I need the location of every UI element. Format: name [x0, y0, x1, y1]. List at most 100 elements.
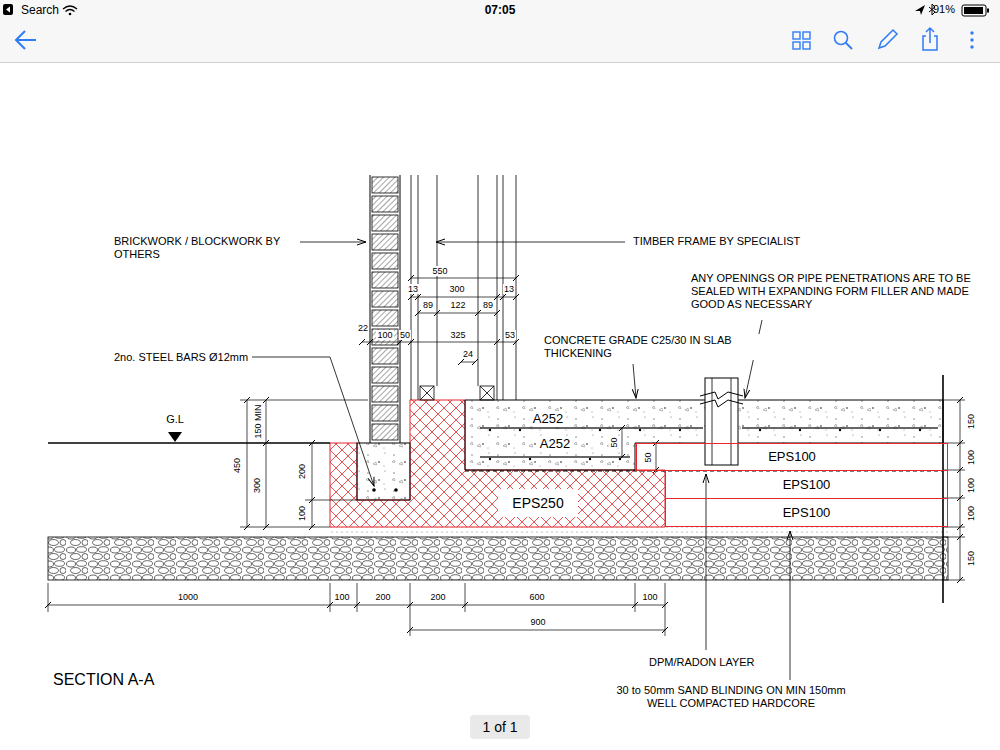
app-toolbar — [69, 13, 72, 16]
mesh-reinforcement — [480, 456, 630, 458]
brick-wall — [370, 175, 371, 443]
dimension-lines — [418, 313, 497, 314]
mesh-reinforcement — [489, 458, 491, 460]
leader-lines — [633, 364, 636, 398]
app-toolbar — [898, 5, 906, 14]
timber-frame — [480, 386, 494, 400]
level-label: G.L — [165, 413, 185, 426]
dimension-lines — [960, 400, 961, 580]
app-toolbar — [915, 5, 925, 15]
dimension: 150 — [967, 412, 978, 429]
note-label: BRICKWORK / BLOCKWORK BY OTHERS — [113, 235, 300, 261]
app-toolbar — [879, 30, 897, 48]
dimension: 50 — [643, 451, 654, 463]
insulation-board: EPS100 — [636, 443, 948, 471]
leader-lines — [790, 531, 791, 680]
dimension-lines — [240, 400, 368, 527]
dimension: 89 — [482, 300, 494, 311]
app-toolbar — [16, 31, 36, 49]
note-label: CONCRETE GRADE C25/30 IN SLAB THICKENING — [543, 334, 760, 360]
pipe-penetration — [731, 378, 732, 465]
mesh-reinforcement — [589, 458, 591, 460]
dimension: 100 — [641, 592, 658, 603]
mesh-reinforcement — [839, 429, 841, 431]
brick-wall — [372, 348, 398, 364]
app-toolbar — [793, 32, 800, 39]
ground-level — [48, 442, 330, 443]
app-toolbar — [0, 0, 1000, 62]
dimension-lines — [410, 630, 665, 631]
leader-lines — [298, 242, 366, 243]
leader-lines — [706, 474, 707, 650]
dimension: 900 — [529, 617, 546, 628]
app-toolbar — [0, 62, 1000, 63]
concrete-slab — [394, 488, 398, 492]
brick-wall — [372, 424, 398, 440]
concrete-slab — [357, 400, 943, 500]
mesh-reinforcement — [679, 429, 681, 431]
mesh-reinforcement — [489, 429, 491, 431]
mesh-reinforcement — [639, 429, 641, 431]
timber-frame — [411, 175, 516, 400]
dimension: 53 — [504, 330, 516, 341]
dimension-lines — [461, 362, 475, 363]
app-toolbar — [63, 6, 77, 12]
mesh-reinforcement — [879, 429, 881, 431]
pipe-penetration — [712, 378, 713, 465]
note-label: 2no. STEEL BARS Ø12mm — [113, 351, 249, 364]
pipe-penetration — [700, 378, 743, 465]
dimension: 13 — [503, 284, 515, 295]
timber-frame — [420, 386, 434, 400]
leader-lines — [436, 242, 625, 243]
brick-wall — [372, 367, 398, 383]
brick-wall — [372, 329, 398, 345]
timber-frame — [437, 175, 438, 386]
brick-wall — [372, 196, 398, 212]
mesh-reinforcement — [919, 429, 921, 431]
brick-wall — [372, 405, 398, 421]
status-clock: 07:05 — [484, 3, 517, 17]
dimension: 122 — [449, 300, 466, 311]
note-label: 30 to 50mm SAND BLINDING ON MIN 150mm WE… — [610, 684, 852, 710]
section-title: SECTION A-A — [52, 670, 155, 689]
mesh-label: A252 — [532, 411, 564, 427]
dimension-lines — [48, 583, 665, 636]
dimension-lines — [943, 400, 965, 580]
status-battery: 91% — [932, 3, 956, 16]
dimension: 100 — [376, 330, 393, 341]
board-label: EPS100 — [768, 449, 816, 465]
dimension: 100 — [333, 592, 350, 603]
mesh-reinforcement — [599, 429, 601, 431]
hardcore-layer — [330, 527, 948, 537]
dimension: 100 — [298, 504, 309, 521]
pipe-penetration — [705, 378, 738, 465]
dimension: 300 — [253, 476, 264, 493]
app-toolbar — [803, 42, 810, 49]
app-toolbar — [923, 28, 937, 50]
dimension: 450 — [233, 456, 244, 473]
dimension-lines — [247, 400, 248, 527]
brick-wall — [372, 215, 398, 231]
app-toolbar — [470, 715, 530, 739]
mesh-reinforcement — [742, 427, 938, 429]
dimension: 100 — [967, 448, 978, 465]
mesh-reinforcement — [619, 458, 621, 460]
board-label: EPS100 — [783, 505, 831, 521]
app-toolbar — [6, 7, 10, 13]
app-toolbar — [3, 4, 13, 15]
pipe-penetration — [700, 392, 743, 399]
dimension-lines — [411, 297, 516, 298]
ground-level — [168, 432, 182, 442]
ground-level — [942, 375, 944, 603]
concrete-slab — [465, 400, 943, 470]
brick-wall — [372, 253, 398, 269]
mesh-reinforcement — [519, 429, 521, 431]
brick-wall — [372, 291, 398, 307]
dimension-lines — [48, 605, 665, 606]
mesh-reinforcement — [480, 427, 703, 429]
dimension: 1000 — [177, 592, 199, 603]
timber-frame — [480, 386, 494, 400]
dimension-lines — [266, 400, 267, 527]
